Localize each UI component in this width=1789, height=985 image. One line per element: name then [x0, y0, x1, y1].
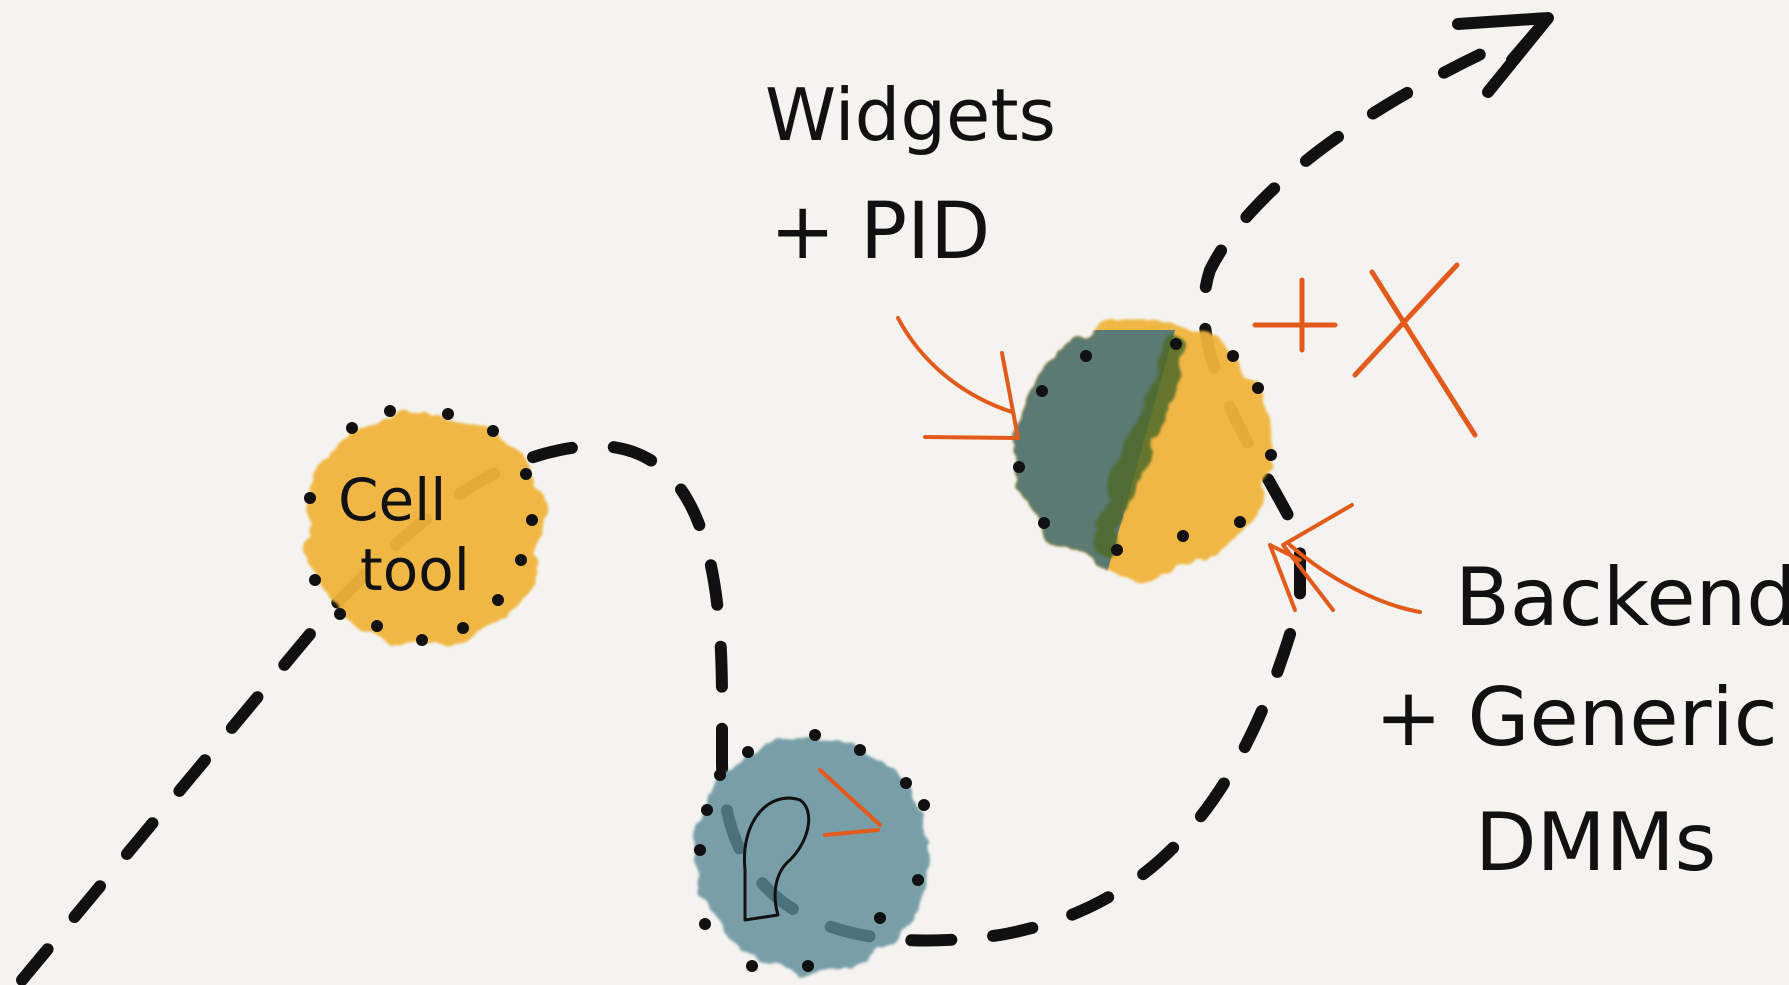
bottom-teal-node — [694, 729, 930, 973]
backends-arrow — [1268, 503, 1422, 614]
tool-label: tool — [360, 536, 470, 604]
arrow-head — [1452, 12, 1554, 98]
widgets-label: Widgets — [765, 73, 1056, 157]
generic-label: + Generic — [1375, 671, 1778, 764]
plus-x-mark — [1252, 262, 1478, 438]
backends-label: Backends — [1455, 551, 1789, 644]
pointer-sketch-accent — [818, 768, 882, 837]
cell-label: Cell — [338, 466, 446, 534]
merged-node-seam — [1092, 332, 1191, 558]
cell-tool-node: Cell tool — [304, 405, 543, 646]
widgets-arrow — [896, 316, 1020, 440]
pid-label: + PID — [770, 187, 990, 277]
merged-node — [1013, 319, 1277, 575]
dmms-label: DMMs — [1475, 796, 1716, 889]
dashed-path — [16, 39, 1506, 985]
pointer-sketch-icon — [742, 796, 811, 922]
